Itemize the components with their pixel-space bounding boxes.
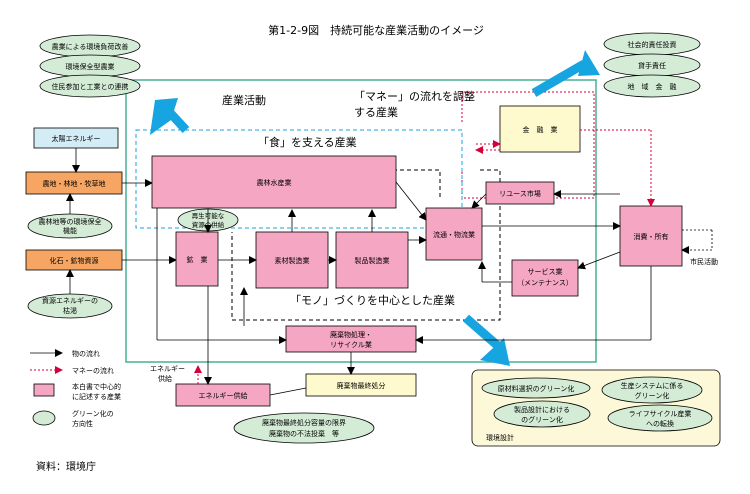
env-oval-lifecycle	[607, 404, 713, 432]
disposal-limit-oval	[233, 412, 375, 444]
legend-green-swatch	[32, 410, 56, 426]
money-region	[461, 91, 595, 199]
depletion-line2: 枯渇	[63, 306, 77, 315]
depletion-line1: 資源エネルギーの	[42, 296, 98, 305]
legend-pink-1: 本白書で中心的	[72, 382, 121, 391]
mining-box	[175, 231, 219, 287]
fossil-label: 化石・鉱物資源	[50, 256, 99, 265]
recycle-line1: 廃棄物処理・	[330, 330, 372, 339]
legend-money: マネーの流れ	[72, 366, 114, 375]
env-lifecycle-2: への転換	[646, 419, 674, 428]
label-industry: 産業活動	[222, 93, 266, 107]
env-product-design-2: のグリーン化	[521, 415, 563, 424]
goal-oval-citizen	[39, 74, 141, 98]
energy-supply-label: エネルギー供給	[199, 391, 248, 400]
env-oval-material	[481, 377, 591, 399]
goal-eco-agri: 環境保全型農業	[66, 62, 115, 71]
goal-regional: 地 域 金 融	[628, 82, 677, 91]
land-conserve-line1: 農林地等の環境保全	[39, 217, 102, 226]
energy-label-2: 供給	[158, 374, 172, 383]
blue-arrow-top-left-shaft	[158, 100, 190, 134]
legend-pink-2: に記述する産業	[72, 392, 121, 401]
env-oval-production	[601, 376, 703, 404]
food-region	[135, 129, 463, 229]
recycle-box	[285, 325, 417, 353]
disposal-limit-line2: 廃棄物の不法投棄 等	[269, 429, 339, 438]
blue-arrow-top-right	[578, 50, 600, 76]
goal-lender: 貸手責任	[638, 61, 666, 70]
material-label: 素材製造業	[275, 256, 310, 265]
goal-agri-impact: 農業による環境負荷改善	[52, 42, 129, 51]
env-lifecycle-1: ライフサイクル産業	[629, 409, 692, 418]
legend-goods: 物の流れ	[72, 349, 100, 358]
agri-label: 農林水産業	[257, 178, 292, 187]
finance-box	[499, 105, 581, 153]
env-oval-product-design	[493, 400, 591, 428]
service-line1: サービス業	[528, 267, 563, 276]
env-product-design-1: 製品設計における	[514, 405, 570, 414]
env-material: 原材料選択のグリーン化	[498, 384, 575, 393]
material-box	[255, 231, 329, 289]
service-box	[511, 259, 579, 297]
product-label: 製品製造業	[355, 256, 390, 265]
reuse-label: リユース市場	[499, 189, 541, 198]
goal-oval-regional	[603, 74, 701, 98]
finance-label: 金 融 業	[523, 125, 558, 134]
distribution-label: 流通・物流業	[433, 230, 475, 239]
service-line2: （メンテナンス）	[517, 279, 573, 287]
label-money-1: 「マネー」の流れを調整	[354, 89, 475, 103]
citizens-label: 市民活動	[690, 257, 718, 266]
mining-label: 鉱 業	[187, 255, 208, 264]
final-disposal-label: 廃棄物最終処分	[337, 381, 386, 390]
consumption-label: 消費・所有	[634, 232, 669, 241]
goal-sri: 社会的責任投資	[628, 40, 677, 49]
product-box	[335, 231, 409, 289]
final-disposal-box	[305, 373, 417, 397]
source-note: 資料：環境庁	[36, 460, 96, 473]
mono-region	[231, 169, 501, 321]
industry-frame	[125, 79, 597, 363]
diagram-title: 第1-2-9図 持続可能な産業活動のイメージ	[268, 23, 484, 37]
legend-green-2: 方向性	[72, 419, 93, 428]
env-design-label: 環境設計	[486, 433, 514, 442]
energy-label-1: エネルギー	[150, 365, 185, 373]
agri-box	[151, 155, 397, 209]
legend-green-1: グリーン化の	[72, 409, 114, 418]
distribution-box	[425, 207, 483, 261]
blue-arrow-bottom-right-shaft	[463, 314, 501, 350]
legend-pink-swatch	[33, 383, 55, 397]
env-production-2: グリーン化	[635, 391, 670, 400]
land-conserve-line2: 機能	[63, 226, 77, 235]
disposal-limit-line1: 廃棄物最終処分容量の限界	[262, 418, 346, 427]
label-mono: 「モノ」づくりを中心とした産業	[290, 294, 455, 307]
env-production-1: 生産システムに係る	[621, 381, 684, 390]
blue-arrow-bottom-right	[480, 338, 510, 366]
label-money-2: する産業	[354, 106, 398, 119]
goal-citizen: 住民参加と工業との連携	[52, 82, 129, 91]
agri-land-label: 農地・林地・牧草地	[43, 179, 106, 188]
recycle-line2: リサイクル業	[330, 340, 372, 349]
blue-arrow-top-right-shaft	[531, 60, 587, 97]
solar-label: 太陽エネルギー	[52, 134, 101, 143]
label-food: 「食」を支える産業	[258, 135, 357, 149]
